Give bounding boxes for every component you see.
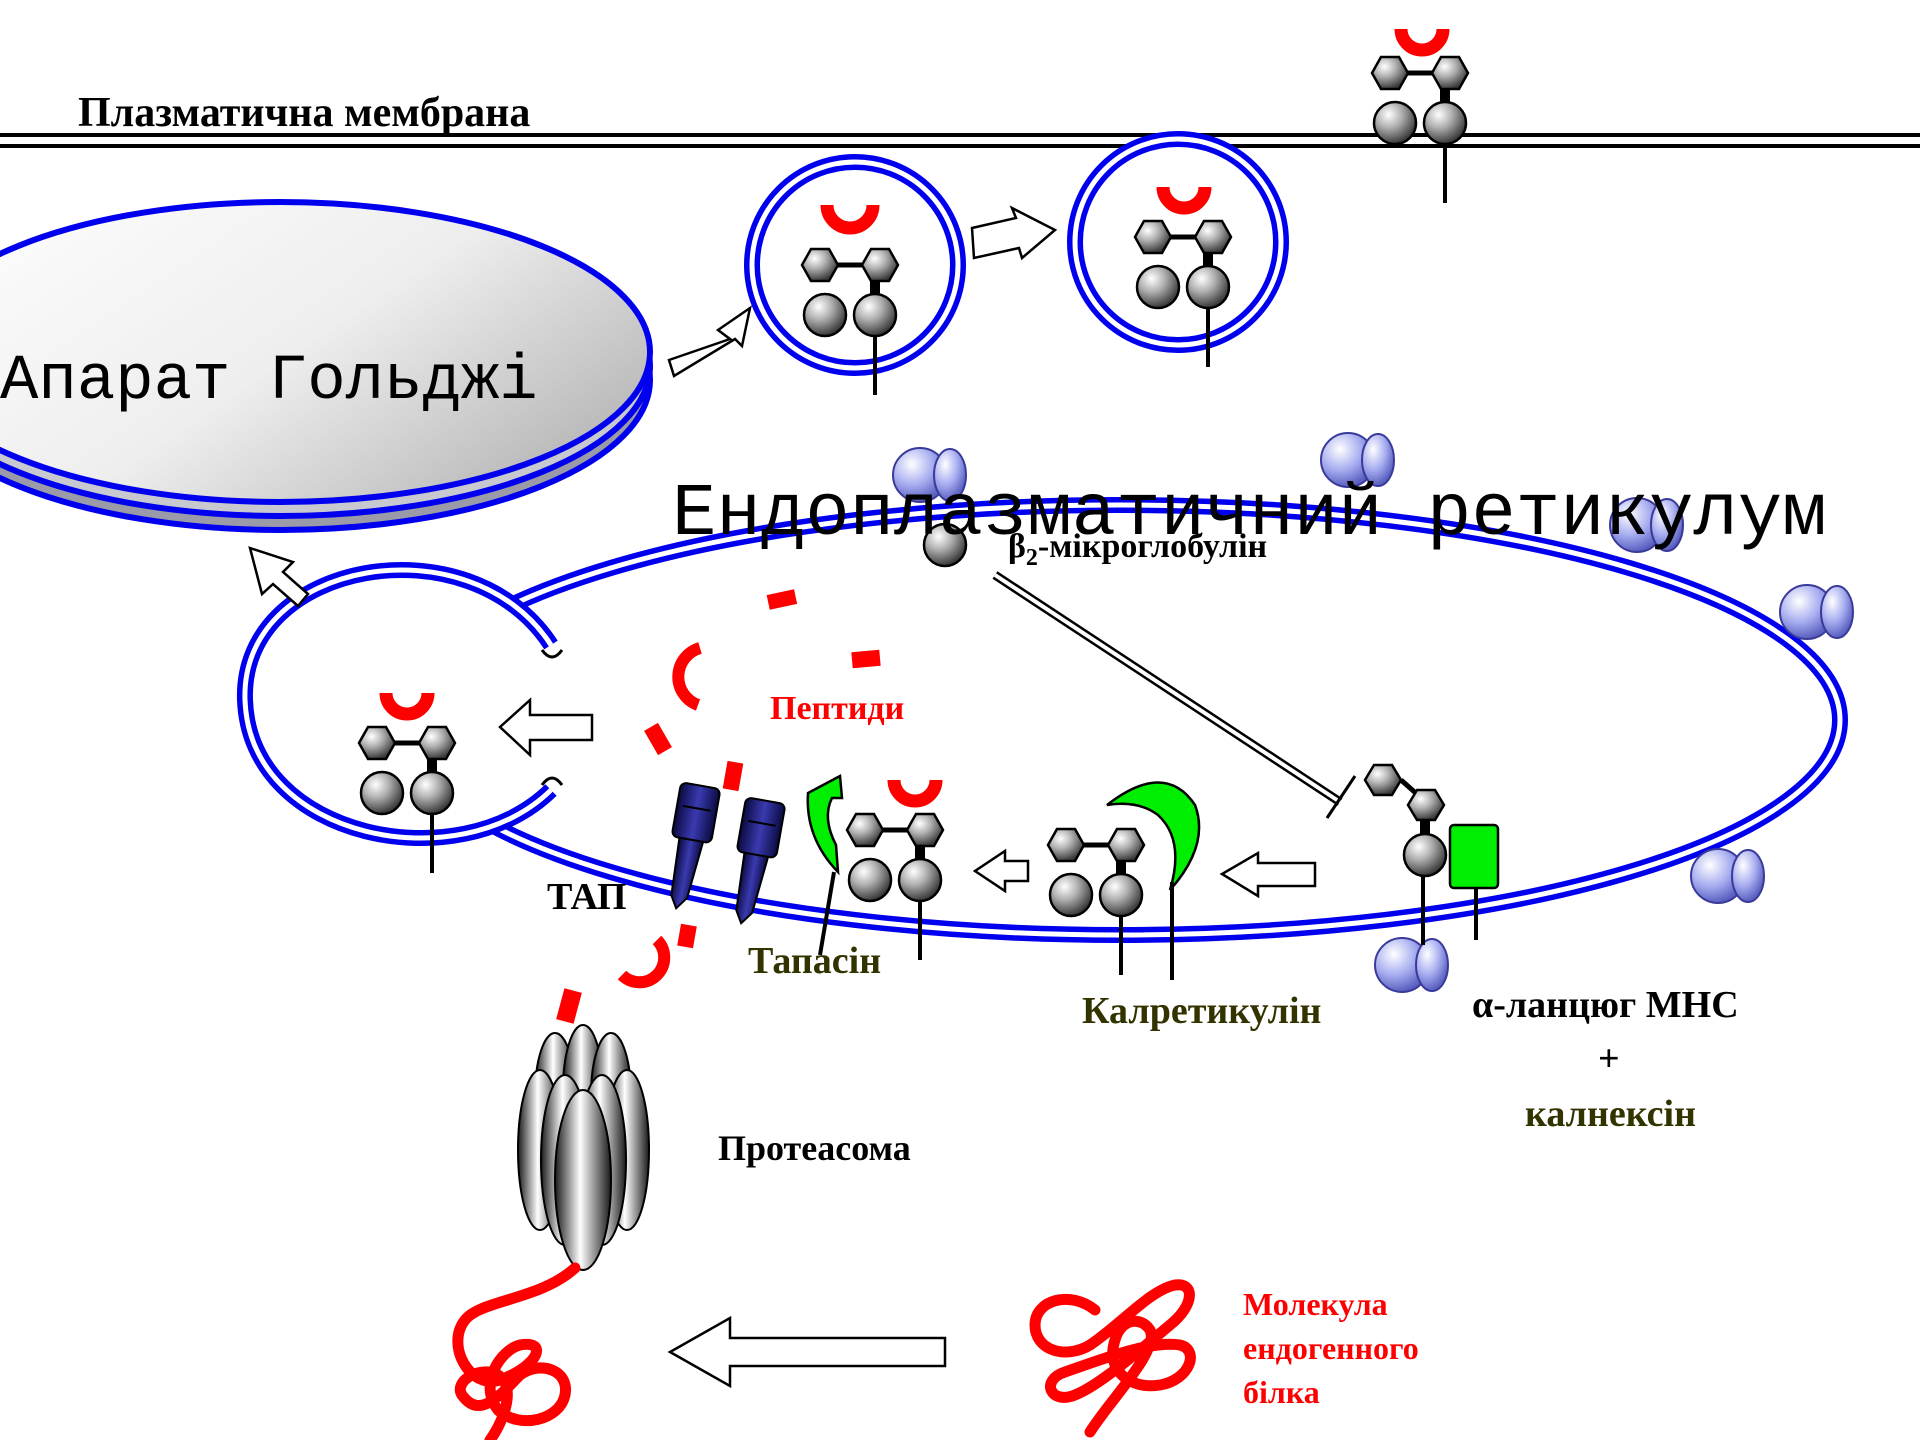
peptides-label: Пептиди <box>770 690 905 727</box>
ribosome <box>1779 584 1854 640</box>
plasma-membrane-label: Плазматична мембрана <box>78 90 531 136</box>
tapasin-label: Тапасін <box>748 940 882 982</box>
golgi-label: Апарат Гольджі <box>0 346 538 418</box>
b2-subscript: 2 <box>1025 544 1038 571</box>
b2-microglobulin-label: β2-мікроглобулін <box>1008 530 1267 570</box>
arrow-golgi-to-vesicle <box>667 305 752 378</box>
b2-microglobulin-ball <box>922 522 968 568</box>
arrow-calreticulin-to-tapasin <box>972 848 1030 894</box>
tap-label: ТАП <box>547 876 627 918</box>
er-label: Ендоплазматичний ретикулум <box>672 473 1827 557</box>
vesicle-2 <box>1067 131 1289 353</box>
calnexin-label: калнексін <box>1525 1093 1696 1135</box>
ribosome <box>1374 937 1449 993</box>
b2-prefix: β <box>1008 528 1026 565</box>
mhc-molecule-with-tapasin <box>847 814 943 960</box>
golgi-apparatus <box>0 199 653 533</box>
tapasin <box>806 774 844 956</box>
arrow-in-er-left <box>498 697 594 758</box>
peptide <box>672 642 703 711</box>
bound-peptide <box>887 779 943 808</box>
protein-strand-degrading <box>452 1262 581 1440</box>
calnexin <box>1448 823 1500 940</box>
plasma-membrane <box>0 133 1920 148</box>
alpha-chain-label: α-ланцюг МНС <box>1472 984 1739 1026</box>
arrow-vesicle-to-vesicle <box>970 205 1058 261</box>
plus-sign: + <box>1598 1038 1620 1080</box>
calreticulin-label: Калретикулін <box>1082 990 1322 1032</box>
endogenous-protein-molecule <box>1029 1279 1196 1438</box>
bound-peptide <box>820 204 880 235</box>
protein-label-line1: Молекула <box>1243 1286 1388 1322</box>
protein-label-line3: білка <box>1243 1374 1320 1410</box>
arrow-calnexin-to-calreticulin <box>1219 850 1317 899</box>
bound-peptide <box>379 692 435 721</box>
arrow-protein-to-proteasome <box>667 1315 947 1389</box>
mhc-molecule-surface <box>1372 57 1468 203</box>
calreticulin <box>1106 781 1201 980</box>
free-peptides <box>556 589 881 1024</box>
mhc-alpha-chain <box>1363 763 1448 945</box>
arrow-to-plasma-membrane <box>248 546 310 608</box>
bound-peptide <box>1156 186 1212 215</box>
proteasome <box>517 1024 650 1271</box>
b2-suffix: -мікроглобулін <box>1037 528 1268 565</box>
b2-microglobulin-pointer <box>992 571 1357 819</box>
ribosome <box>1690 848 1765 904</box>
proteasome-label: Протеасома <box>718 1128 911 1168</box>
bound-peptide <box>1394 28 1450 57</box>
protein-label-line2: ендогенного <box>1243 1330 1419 1366</box>
peptide <box>617 935 671 989</box>
mhc-molecule-with-calreticulin <box>1048 829 1144 975</box>
